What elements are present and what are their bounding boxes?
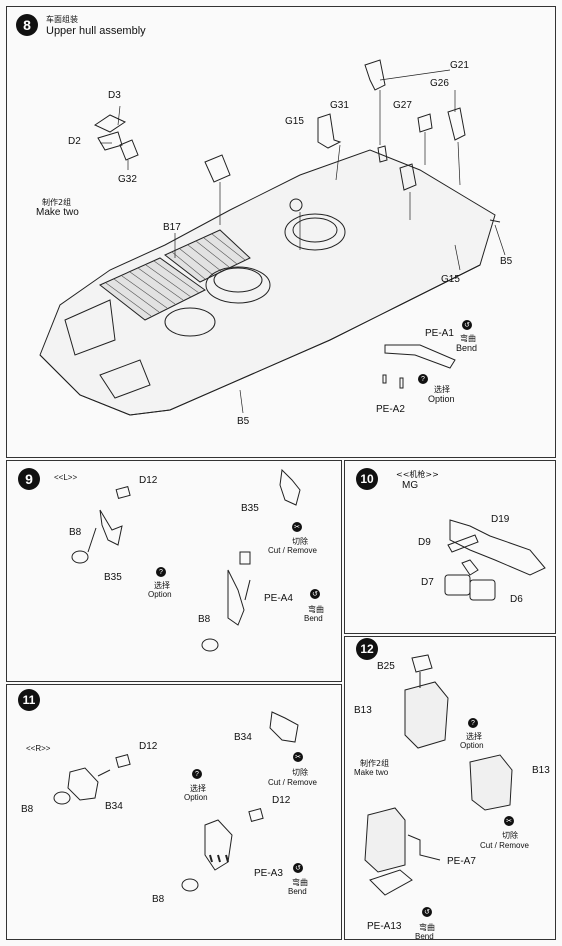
part-b13-b: B13 <box>532 765 550 776</box>
step9-number: 9 <box>18 468 40 490</box>
step9-bend-cn: 弯曲 <box>308 605 324 614</box>
step10-number: 10 <box>356 468 378 490</box>
step8-number: 8 <box>16 14 38 36</box>
bend-icon: ↺ <box>293 863 303 873</box>
part-b17: B17 <box>163 222 181 233</box>
step11-panel <box>6 684 342 940</box>
step12-option-cn: 选择 <box>466 732 482 741</box>
step9-bend-en: Bend <box>304 614 323 623</box>
step12-make-two-cn: 制作2组 <box>360 759 390 768</box>
step9-drawing <box>71 468 301 652</box>
step10-subtitle-cn: <<机枪>> <box>396 470 439 479</box>
part-b35-a: B35 <box>104 572 122 583</box>
option-icon: ? <box>418 374 428 384</box>
part-b8-b: B8 <box>198 614 211 625</box>
step9-option-cn: 选择 <box>154 581 170 590</box>
part-g15-bottom: G15 <box>441 274 460 285</box>
bend-icon: ↺ <box>422 907 432 917</box>
step11-cut-en: Cut / Remove <box>268 778 317 787</box>
part-d6: D6 <box>510 594 523 605</box>
bend-icon: ↺ <box>462 320 472 330</box>
part-pe-a4: PE-A4 <box>264 593 293 604</box>
step10-subtitle-en: MG <box>402 480 419 491</box>
part-b8-b: B8 <box>152 894 165 905</box>
part-d19: D19 <box>491 514 510 525</box>
part-pe-a13: PE-A13 <box>367 921 402 932</box>
part-d2: D2 <box>68 136 81 147</box>
part-g15-top: G15 <box>285 116 304 127</box>
step8-option-cn: 选择 <box>434 385 450 394</box>
step11-number: 11 <box>18 689 40 711</box>
step12-cut-en: Cut / Remove <box>480 841 529 850</box>
part-b5-right: B5 <box>500 256 513 267</box>
step9-option-en: Option <box>148 590 172 599</box>
step8-make-two-en: Make two <box>36 207 79 218</box>
step11-bend-en: Bend <box>288 887 307 896</box>
step12-cut-cn: 切除 <box>502 831 518 840</box>
part-g26: G26 <box>430 78 449 89</box>
part-g32: G32 <box>118 174 137 185</box>
part-g27: G27 <box>393 100 412 111</box>
step11-bend-cn: 弯曲 <box>292 878 308 887</box>
step12-panel <box>344 636 556 940</box>
step12-make-two-en: Make two <box>354 768 389 777</box>
part-d12: D12 <box>139 475 158 486</box>
part-b5-bottom: B5 <box>237 416 250 427</box>
upper-hull-drawing <box>39 59 506 416</box>
step12-bend-en: Bend <box>415 932 434 941</box>
step12-drawing <box>364 654 513 896</box>
step10-panel <box>344 460 556 634</box>
step9-cut-cn: 切除 <box>292 537 308 546</box>
step12-bend-cn: 弯曲 <box>419 923 435 932</box>
cut-icon: ✂ <box>292 522 302 532</box>
step8-bend-cn: 弯曲 <box>460 334 476 343</box>
step8-title-en: Upper hull assembly <box>46 25 146 37</box>
part-d12-b: D12 <box>272 795 291 806</box>
part-g21: G21 <box>450 60 469 71</box>
bend-icon: ↺ <box>310 589 320 599</box>
step11-option-cn: 选择 <box>190 784 206 793</box>
part-b8-a: B8 <box>69 527 82 538</box>
part-b34-b: B34 <box>234 732 252 743</box>
part-b13-a: B13 <box>354 705 372 716</box>
part-pe-a7: PE-A7 <box>447 856 476 867</box>
step9-panel <box>6 460 342 682</box>
part-d12-a: D12 <box>139 741 158 752</box>
step10-drawing <box>444 519 546 601</box>
part-pe-a1: PE-A1 <box>425 328 454 339</box>
part-pe-a3: PE-A3 <box>254 868 283 879</box>
part-d9: D9 <box>418 537 431 548</box>
step8-option-en: Option <box>428 394 455 404</box>
step9-cut-en: Cut / Remove <box>268 546 317 555</box>
step8-title-cn: 车面组装 <box>46 15 78 24</box>
cut-icon: ✂ <box>504 816 514 826</box>
step8-panel <box>6 6 556 458</box>
part-b34-a: B34 <box>105 801 123 812</box>
step12-number: 12 <box>356 638 378 660</box>
step11-side: <<R>> <box>26 744 51 753</box>
option-icon: ? <box>192 769 202 779</box>
step9-side: <<L>> <box>54 473 78 482</box>
part-b35-b: B35 <box>241 503 259 514</box>
step12-option-en: Option <box>460 741 484 750</box>
cut-icon: ✂ <box>293 752 303 762</box>
part-d7: D7 <box>421 577 434 588</box>
step11-cut-cn: 切除 <box>292 768 308 777</box>
option-icon: ? <box>468 718 478 728</box>
part-g31: G31 <box>330 100 349 111</box>
step8-make-two-cn: 制作2组 <box>42 198 72 207</box>
option-icon: ? <box>156 567 166 577</box>
part-d3: D3 <box>108 90 121 101</box>
part-b25: B25 <box>377 661 395 672</box>
step11-drawing <box>53 711 299 892</box>
part-pe-a2: PE-A2 <box>376 404 405 415</box>
part-b8-a: B8 <box>21 804 34 815</box>
step8-bend-en: Bend <box>456 343 478 353</box>
step11-option-en: Option <box>184 793 208 802</box>
